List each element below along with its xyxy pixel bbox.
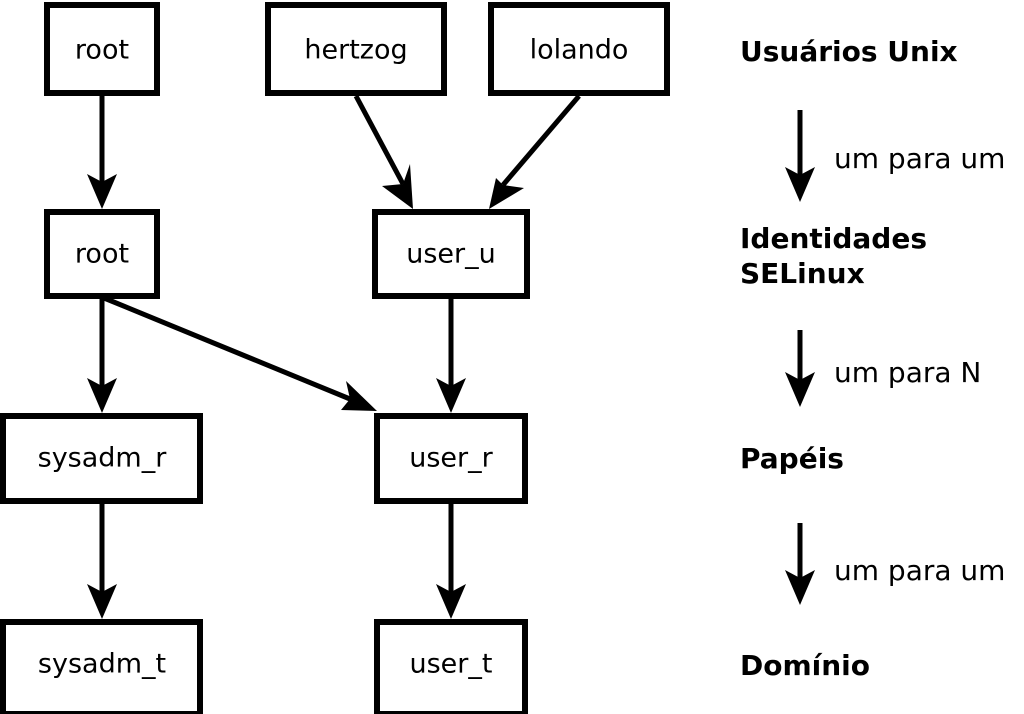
edge-selinux-user_u-to-role-user_r <box>436 298 466 413</box>
node-domain-sysadm_t[interactable]: sysadm_t <box>0 619 203 714</box>
node-selinux-user_u[interactable]: user_u <box>372 209 530 299</box>
node-domain-user_t-label: user_t <box>410 649 493 680</box>
node-unix-lolando-label: lolando <box>530 35 629 66</box>
node-role-user_r[interactable]: user_r <box>374 413 528 504</box>
edge-unix-hertzog-to-selinux-user_u <box>353 94 413 209</box>
legend-stage-selinux-identities-line1: Identidades <box>740 222 927 255</box>
node-unix-root-label: root <box>75 35 129 66</box>
node-unix-hertzog-label: hertzog <box>304 35 407 66</box>
legend-stage-domain: Domínio <box>740 649 870 682</box>
node-selinux-root[interactable]: root <box>44 209 160 299</box>
legend-arrow-one-to-one-1 <box>785 110 815 202</box>
legend-relation-one-to-one-1: um para um <box>834 142 1005 175</box>
edge-unix-root-to-selinux-root <box>87 95 117 209</box>
edge-selinux-root-to-role-sysadm_r <box>87 298 117 413</box>
node-unix-hertzog[interactable]: hertzog <box>265 2 447 96</box>
node-selinux-root-label: root <box>75 239 129 270</box>
node-role-sysadm_r-label: sysadm_r <box>38 443 168 474</box>
legend-stage-selinux-identities-line2: SELinux <box>740 257 865 290</box>
edge-role-sysadm_r-to-domain-sysadm_t <box>87 504 117 619</box>
node-role-sysadm_r[interactable]: sysadm_r <box>0 413 203 504</box>
legend-relation-one-to-one-2: um para um <box>834 554 1005 587</box>
edge-selinux-root-to-role-user_r <box>103 295 377 411</box>
legend-stage-unix-users: Usuários Unix <box>740 35 958 68</box>
edge-role-user_r-to-domain-user_t <box>436 504 466 619</box>
legend-arrow-one-to-one-2 <box>785 523 815 605</box>
node-role-user_r-label: user_r <box>409 443 493 474</box>
node-unix-lolando[interactable]: lolando <box>488 2 670 96</box>
node-domain-sysadm_t-label: sysadm_t <box>38 649 166 680</box>
node-selinux-user_u-label: user_u <box>406 239 496 270</box>
legend-arrow-one-to-n <box>785 330 815 407</box>
edge-unix-lolando-to-selinux-user_u <box>489 94 581 209</box>
node-unix-root[interactable]: root <box>44 2 160 96</box>
legend-relation-one-to-n: um para N <box>834 356 981 389</box>
legend-stage-roles: Papéis <box>740 442 844 475</box>
node-domain-user_t[interactable]: user_t <box>374 619 528 714</box>
